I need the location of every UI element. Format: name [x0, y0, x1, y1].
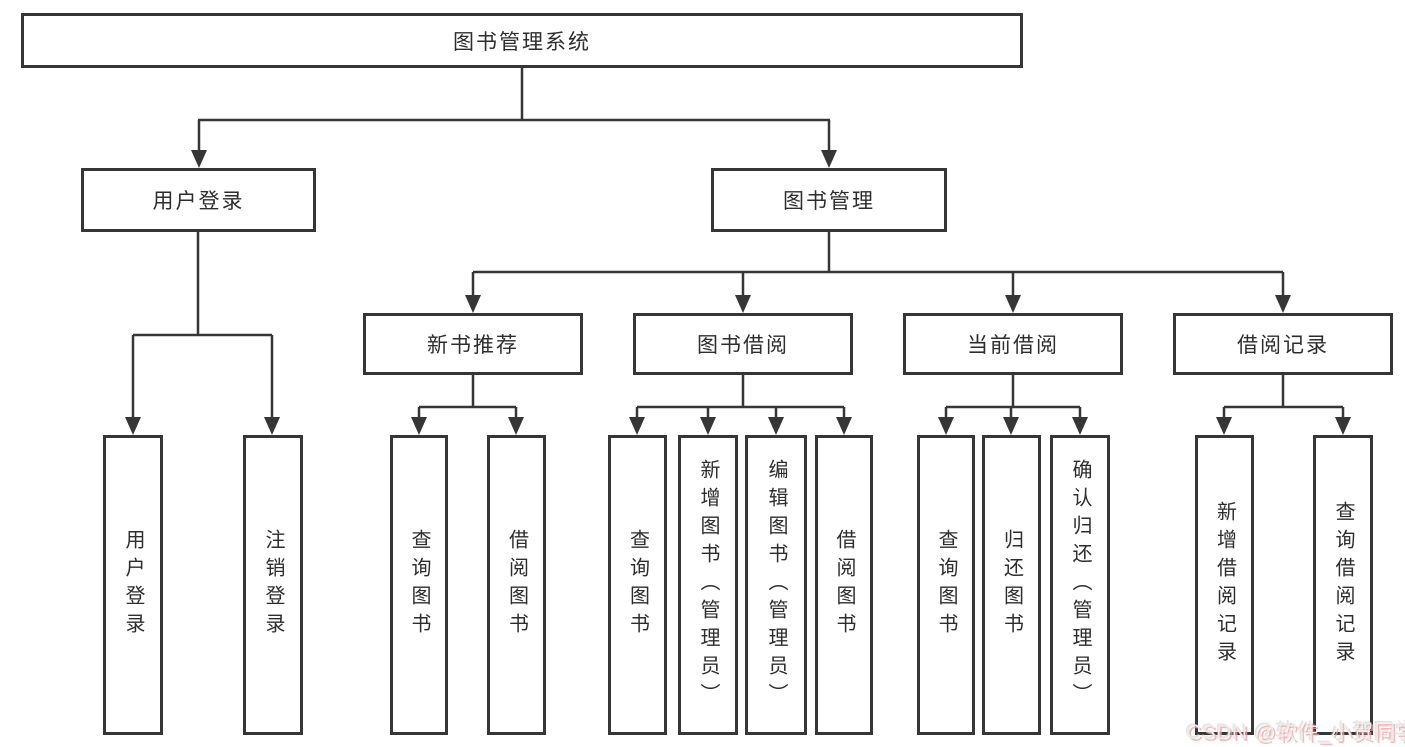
leaf-user-login-label: 用户登录: [122, 529, 144, 641]
leaf-query-books-current: 查询图书: [917, 435, 975, 735]
csdn-watermark: CSDN @软件_小贺同学: [1186, 721, 1405, 744]
leaf-label: 查询图书: [408, 529, 430, 641]
leaf-return-books: 归还图书: [982, 435, 1041, 735]
leaf-label: 新增借阅记录: [1213, 501, 1236, 669]
node-root-system: 图书管理系统: [21, 13, 1023, 68]
leaf-borrow-books: 借阅图书: [815, 435, 873, 735]
leaf-query-books-borrow: 查询图书: [608, 435, 667, 735]
leaf-edit-books-admin: 编辑图书（管理员）: [745, 435, 807, 735]
node-new-book-recommend: 新书推荐: [363, 313, 583, 375]
leaf-confirm-return-admin: 确认归还（管理员）: [1050, 435, 1110, 735]
node-borrow-records: 借阅记录: [1173, 313, 1393, 375]
leaf-add-books-admin: 新增图书（管理员）: [678, 435, 738, 735]
arrowheads: [125, 150, 1351, 435]
leaf-query-borrow-record: 查询借阅记录: [1313, 435, 1373, 735]
node-book-management: 图书管理: [711, 168, 947, 232]
leaf-label: 查询借阅记录: [1332, 501, 1354, 669]
leaf-label: 借阅图书: [505, 529, 528, 641]
node-book-borrow: 图书借阅: [633, 313, 853, 375]
node-user-login: 用户登录: [81, 168, 316, 232]
node-current-borrow: 当前借阅: [903, 313, 1123, 375]
leaf-label: 归还图书: [1000, 529, 1023, 641]
leaf-logout: 注销登录: [243, 435, 303, 735]
leaf-logout-label: 注销登录: [262, 529, 284, 641]
leaf-label: 查询图书: [935, 529, 957, 641]
leaf-label: 借阅图书: [833, 529, 855, 641]
leaf-query-books-recommend: 查询图书: [390, 435, 448, 735]
leaf-label: 确认归还（管理员）: [1069, 459, 1091, 711]
leaf-label: 查询图书: [626, 529, 649, 641]
leaf-borrow-books-recommend: 借阅图书: [487, 435, 546, 735]
leaf-user-login: 用户登录: [103, 435, 163, 735]
leaf-label: 编辑图书（管理员）: [765, 459, 787, 711]
leaf-label: 新增图书（管理员）: [697, 459, 719, 711]
leaf-add-borrow-record: 新增借阅记录: [1195, 435, 1254, 735]
